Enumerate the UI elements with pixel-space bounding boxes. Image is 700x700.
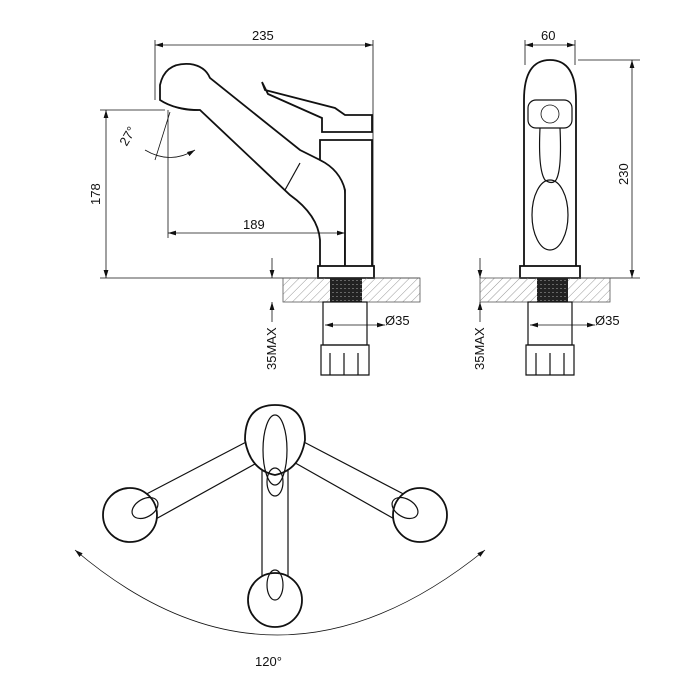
angle-120-label: 120° bbox=[255, 654, 282, 669]
max-35-label: 35MAX bbox=[264, 327, 279, 370]
front-view: 60 230 Ø35 35MAX bbox=[472, 28, 640, 376]
side-view: 235 27° 178 189 Ø35 35MAX bbox=[88, 28, 421, 376]
rotation-arc bbox=[74, 549, 486, 636]
spray-head bbox=[527, 99, 573, 129]
diameter-35-label: Ø35 bbox=[385, 313, 410, 328]
dim-235-label: 235 bbox=[252, 28, 274, 43]
dim-189-label: 189 bbox=[243, 217, 265, 232]
handle-right bbox=[392, 487, 448, 543]
spout bbox=[159, 62, 348, 269]
front-diameter-35-label: Ø35 bbox=[595, 313, 620, 328]
angle-27-label: 27° bbox=[116, 124, 139, 149]
handle-left bbox=[102, 487, 158, 543]
dim-230-label: 230 bbox=[616, 163, 631, 185]
front-max-35-label: 35MAX bbox=[472, 327, 487, 370]
base-ring bbox=[317, 265, 375, 279]
mounting-hole bbox=[330, 278, 362, 302]
front-body bbox=[523, 59, 577, 271]
mounting-nut bbox=[320, 344, 370, 376]
dim-60-label: 60 bbox=[541, 28, 555, 43]
lever bbox=[261, 81, 373, 133]
dim-178-label: 178 bbox=[88, 183, 103, 205]
top-view: 120° bbox=[74, 404, 486, 669]
